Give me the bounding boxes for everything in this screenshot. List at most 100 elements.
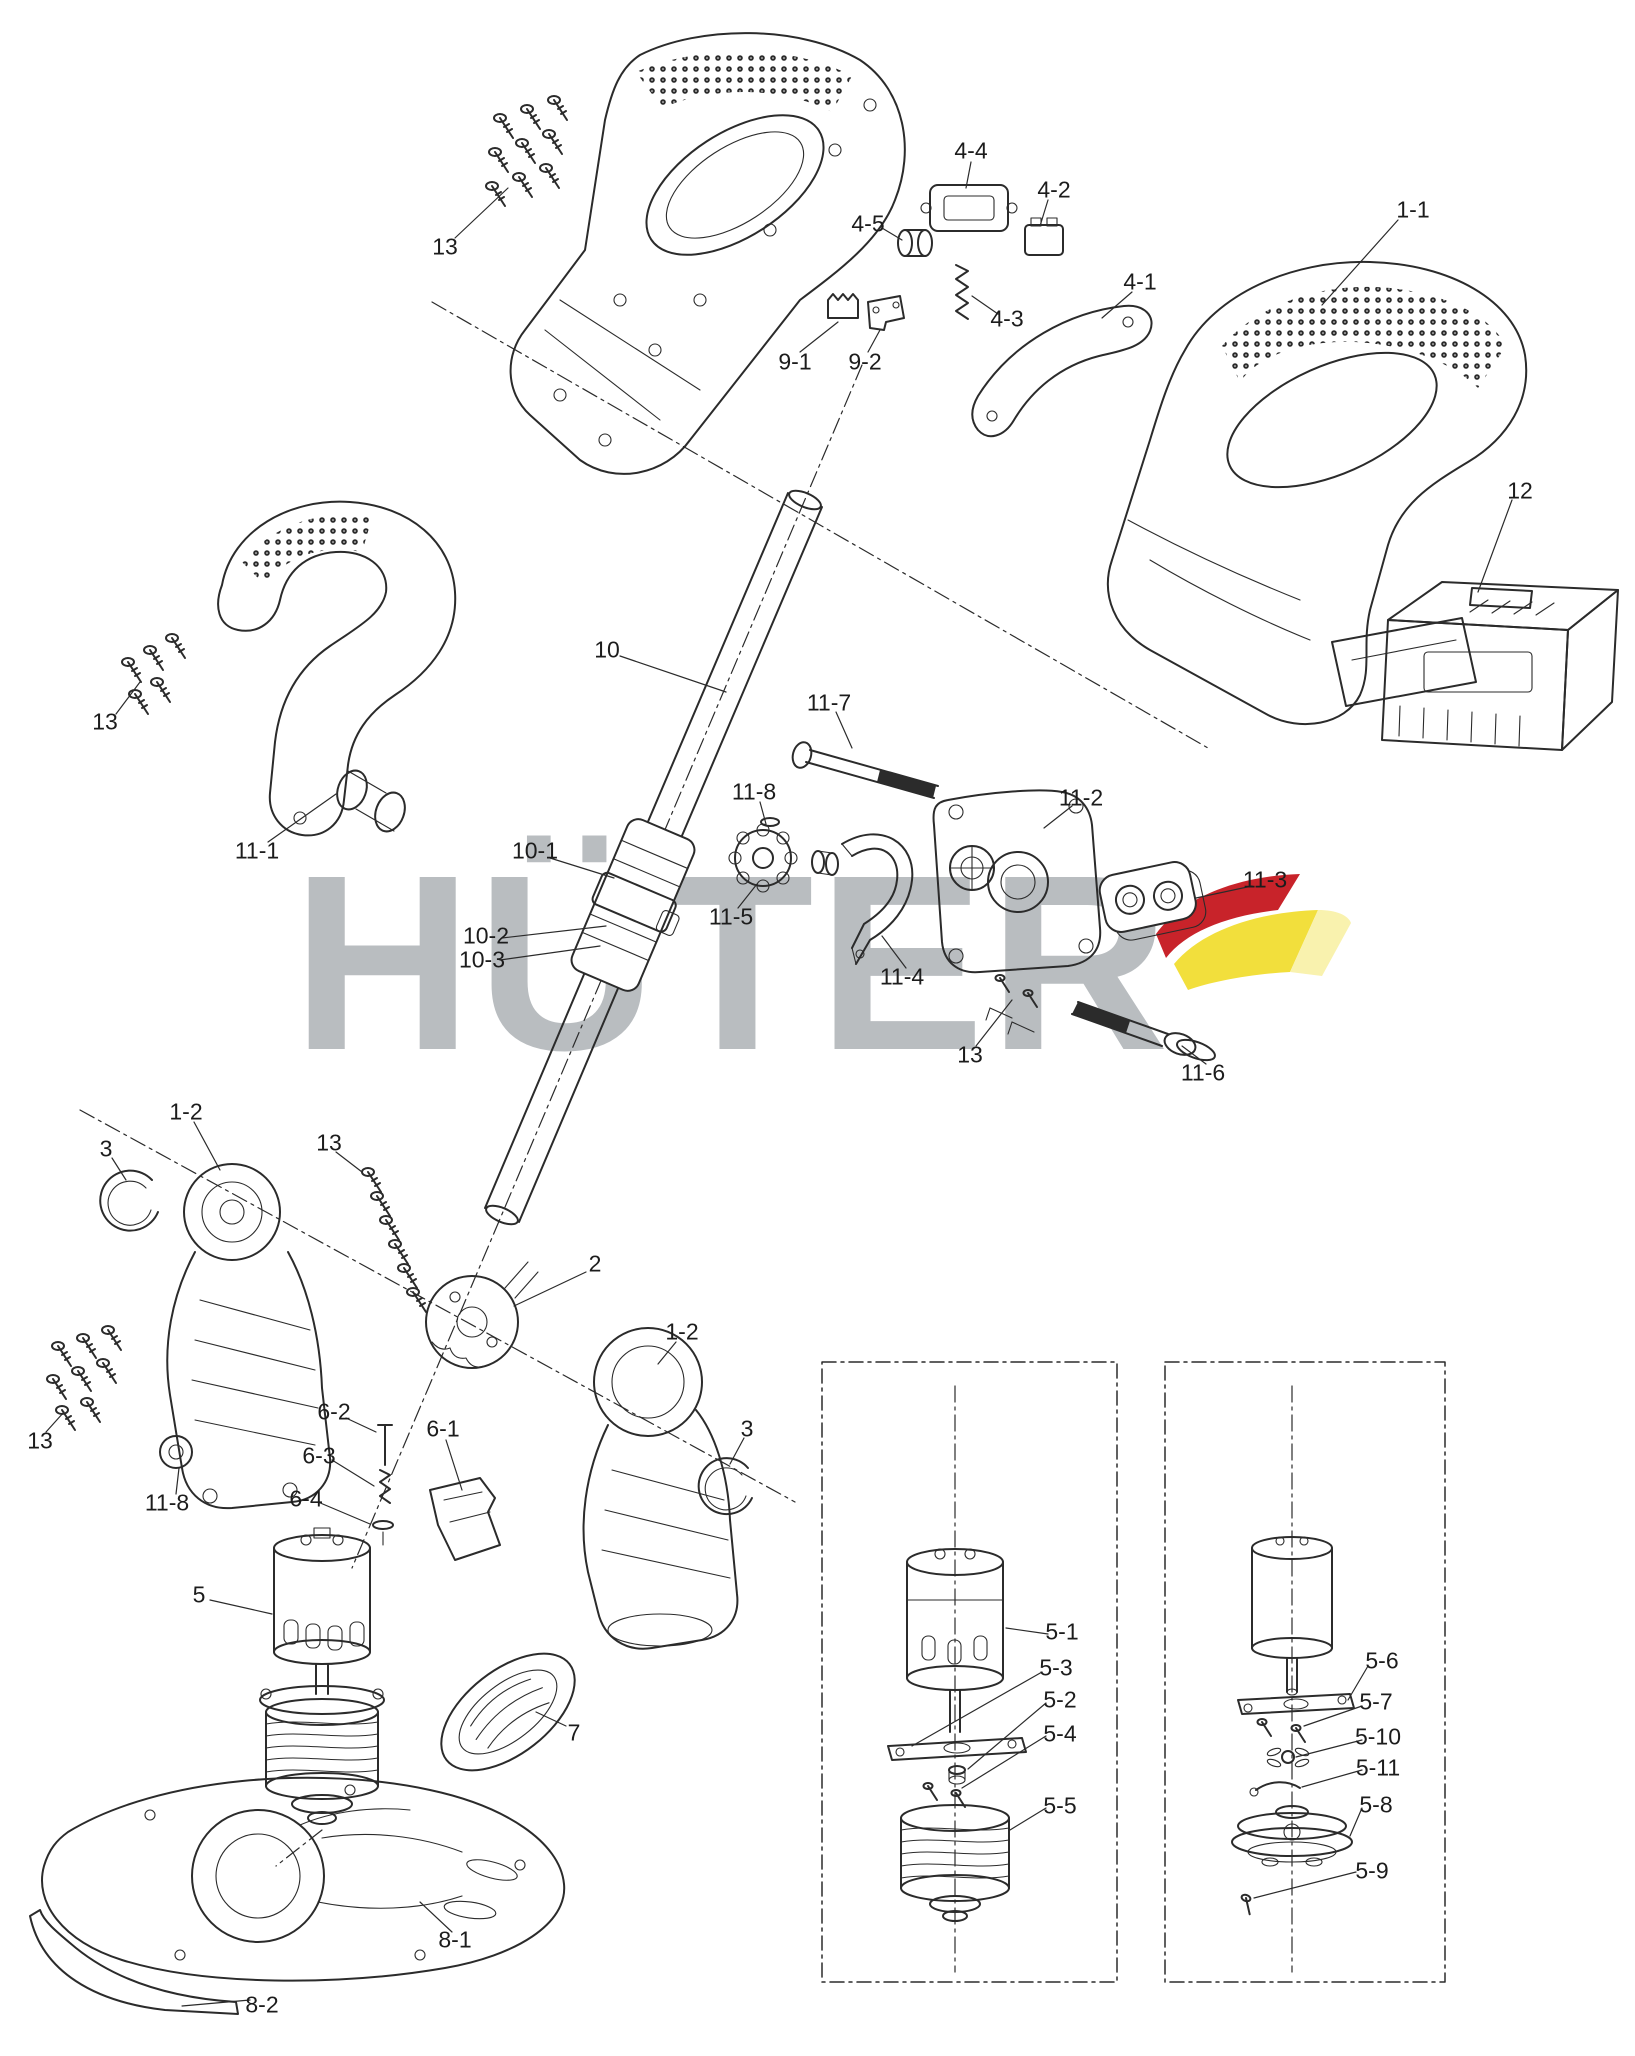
bushing-5-2 xyxy=(948,1765,966,1785)
washer-6-4 xyxy=(372,1520,394,1530)
fan-washer-5-10 xyxy=(1266,1747,1310,1768)
part-label-3-left: 3 xyxy=(99,1135,113,1162)
part-label-1-2-left: 1-2 xyxy=(169,1098,203,1125)
mount-parts-11 xyxy=(728,741,1216,1062)
part-label-5-4: 5-4 xyxy=(1043,1720,1077,1747)
contact-9-1 xyxy=(827,293,859,319)
part-label-6-2: 6-2 xyxy=(317,1398,351,1425)
part-label-6-3: 6-3 xyxy=(302,1442,336,1469)
bolt-11-6 xyxy=(1071,1001,1216,1062)
strap-clamp-11-4 xyxy=(841,833,914,965)
part-label-8-2: 8-2 xyxy=(245,1991,279,2018)
switch-4-4 xyxy=(929,184,1009,232)
clamp-block-11-3 xyxy=(1098,861,1207,941)
part-label-5-6: 5-6 xyxy=(1365,1647,1399,1674)
deflector-7 xyxy=(440,1652,576,1772)
spool-head-5-8 xyxy=(1231,1805,1353,1867)
part-label-11-1: 11-1 xyxy=(234,837,280,864)
ring-clip-right-3 xyxy=(697,1457,753,1516)
part-label-2: 2 xyxy=(588,1250,602,1277)
shaft-coupler-10-1 xyxy=(570,818,696,992)
leader-lines xyxy=(45,161,1513,2007)
part-label-5-5: 5-5 xyxy=(1043,1792,1077,1819)
part-label-13-left-handle: 13 xyxy=(92,708,118,735)
head-shell-left-1-2 xyxy=(159,1163,332,1510)
part-label-5-10: 5-10 xyxy=(1354,1723,1402,1750)
part-label-6-1: 6-1 xyxy=(426,1415,460,1442)
part-label-13-top-left: 13 xyxy=(432,233,458,260)
part-label-11-7: 11-7 xyxy=(806,689,852,716)
part-label-11-5: 11-5 xyxy=(708,903,754,930)
part-label-11-2: 11-2 xyxy=(1058,784,1104,811)
part-label-5-9: 5-9 xyxy=(1355,1857,1389,1884)
washer-11-8 xyxy=(760,817,780,827)
logo-swoosh-red xyxy=(1156,874,1300,958)
part-label-11-6: 11-6 xyxy=(1180,1059,1226,1086)
part-label-6-4: 6-4 xyxy=(289,1485,323,1512)
handle-body-1-1 xyxy=(1107,260,1528,726)
lever-5-11 xyxy=(1249,1781,1301,1797)
star-knob-11-5 xyxy=(728,823,839,893)
part-label-5-11: 5-11 xyxy=(1355,1754,1401,1781)
bolt-11-7 xyxy=(791,741,813,769)
ring-clip-left-3 xyxy=(99,1169,159,1232)
part-label-1-1: 1-1 xyxy=(1396,196,1430,223)
switch-parts-group xyxy=(827,184,1153,438)
part-label-10: 10 xyxy=(594,636,620,663)
huter-logo-swoosh xyxy=(1148,870,1358,1015)
switch-4-2 xyxy=(1024,224,1064,256)
hub-2 xyxy=(425,1261,539,1369)
housing-shell-top-left xyxy=(509,32,906,475)
part-label-5-3: 5-3 xyxy=(1039,1654,1073,1681)
part-label-13-lower-left: 13 xyxy=(27,1427,53,1454)
part-label-8-1: 8-1 xyxy=(438,1926,472,1953)
bracket-9-2 xyxy=(867,295,905,331)
part-label-12: 12 xyxy=(1507,477,1533,504)
detail-box-right xyxy=(1164,1361,1446,1983)
part-label-10-3: 10-3 xyxy=(458,946,506,973)
loop-handle-11-1 xyxy=(217,500,457,837)
part-label-11-8-lower: 11-8 xyxy=(144,1489,190,1516)
guide-6-1 xyxy=(429,1477,501,1561)
screw-cluster-mid-right xyxy=(985,974,1038,1035)
motor-right-box xyxy=(1251,1536,1333,1696)
part-label-11-4: 11-4 xyxy=(879,963,925,990)
part-label-4-4: 4-4 xyxy=(954,137,988,164)
guard-8 xyxy=(29,1776,566,2015)
part-label-4-5: 4-5 xyxy=(851,210,885,237)
part-label-13-mid-right: 13 xyxy=(957,1041,983,1068)
part-label-9-2: 9-2 xyxy=(848,348,882,375)
head-shell-right-1-2 xyxy=(582,1327,739,1650)
part-label-1-2-right: 1-2 xyxy=(665,1318,699,1345)
motor-spool-5 xyxy=(259,1527,385,1825)
spring-6-3 xyxy=(379,1469,391,1504)
spring-4-3 xyxy=(955,264,969,320)
shaft-tube-10 xyxy=(484,489,823,1226)
part-label-5-7: 5-7 xyxy=(1359,1688,1393,1715)
part-label-13-middle: 13 xyxy=(316,1129,342,1156)
trigger-lever-4-1 xyxy=(971,304,1153,438)
part-label-3-right: 3 xyxy=(740,1415,754,1442)
battery-pack-12 xyxy=(1381,581,1619,751)
part-label-9-1: 9-1 xyxy=(778,348,812,375)
guard-8-1 xyxy=(41,1776,566,1982)
knob-11-8-lower xyxy=(159,1435,193,1469)
part-label-5: 5 xyxy=(192,1581,206,1608)
part-label-10-2: 10-2 xyxy=(462,922,510,949)
part-label-5-1: 5-1 xyxy=(1045,1618,1079,1645)
part-label-4-1: 4-1 xyxy=(1123,268,1157,295)
mount-plate-5-6 xyxy=(1237,1693,1355,1715)
logo-swoosh-yellow xyxy=(1174,910,1318,990)
feed-parts-6 xyxy=(372,1424,501,1561)
part-label-11-3: 11-3 xyxy=(1242,866,1288,893)
part-label-4-2: 4-2 xyxy=(1037,176,1071,203)
part-label-7: 7 xyxy=(567,1719,581,1746)
logo-swoosh-yellow-light xyxy=(1290,910,1351,976)
gear-housing-11-2 xyxy=(932,789,1102,974)
part-label-5-2: 5-2 xyxy=(1043,1686,1077,1713)
mount-plate-5-3 xyxy=(887,1737,1027,1761)
part-label-4-3: 4-3 xyxy=(990,305,1024,332)
